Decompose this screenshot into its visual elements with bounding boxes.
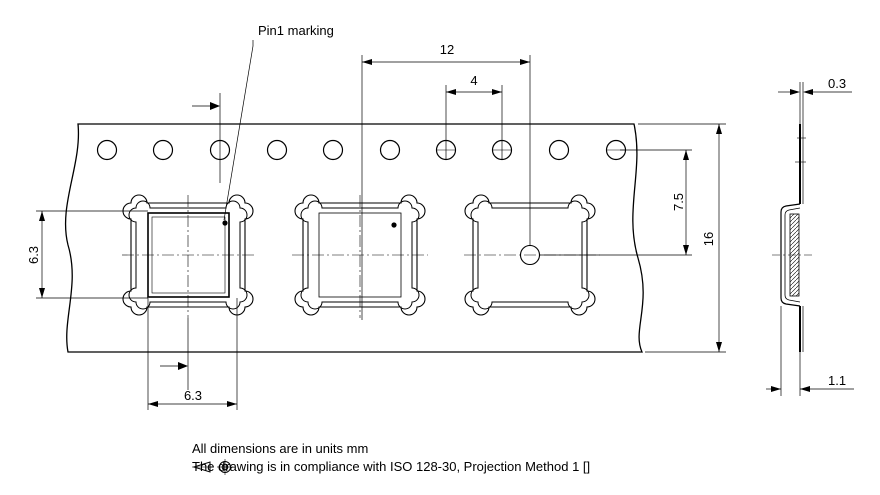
dimension-6-3-horizontal	[147, 298, 238, 410]
sprocket-holes	[96, 139, 627, 161]
first-angle-projection-icon	[192, 459, 233, 475]
dimension-6-3-vertical-label: 6.3	[26, 246, 41, 264]
dimension-7-5-label: 7.5	[671, 193, 686, 211]
pin1-dot-pocket-1	[222, 220, 228, 226]
dimension-4	[445, 85, 503, 160]
pin1-leader	[192, 40, 254, 221]
dimension-12-label: 12	[440, 42, 454, 57]
pin1-dot-pocket-2	[391, 222, 397, 228]
dimension-16-label: 16	[701, 232, 716, 246]
dimension-4-label: 4	[470, 73, 477, 88]
dimension-0-3	[778, 82, 852, 124]
units-note: All dimensions are in units mm	[192, 441, 369, 456]
pin1-marking-label: Pin1 marking	[258, 23, 334, 38]
dimension-16	[638, 123, 726, 353]
side-view	[772, 124, 812, 352]
dimension-12	[361, 55, 531, 320]
dimension-6-3-vertical	[36, 210, 148, 299]
compliance-note: The drawing is in compliance with ISO 12…	[192, 459, 591, 475]
dimension-6-3-horizontal-label: 6.3	[184, 388, 202, 403]
compliance-note-prefix: The drawing is in compliance with ISO 12…	[192, 459, 587, 474]
dimension-7-5	[540, 149, 692, 256]
dimension-1-1-label: 1.1	[828, 373, 846, 388]
carrier-tape-outline	[64, 123, 644, 353]
centerlines	[122, 195, 600, 318]
dimension-0-3-label: 0.3	[828, 76, 846, 91]
compliance-note-suffix: ]	[586, 459, 591, 474]
